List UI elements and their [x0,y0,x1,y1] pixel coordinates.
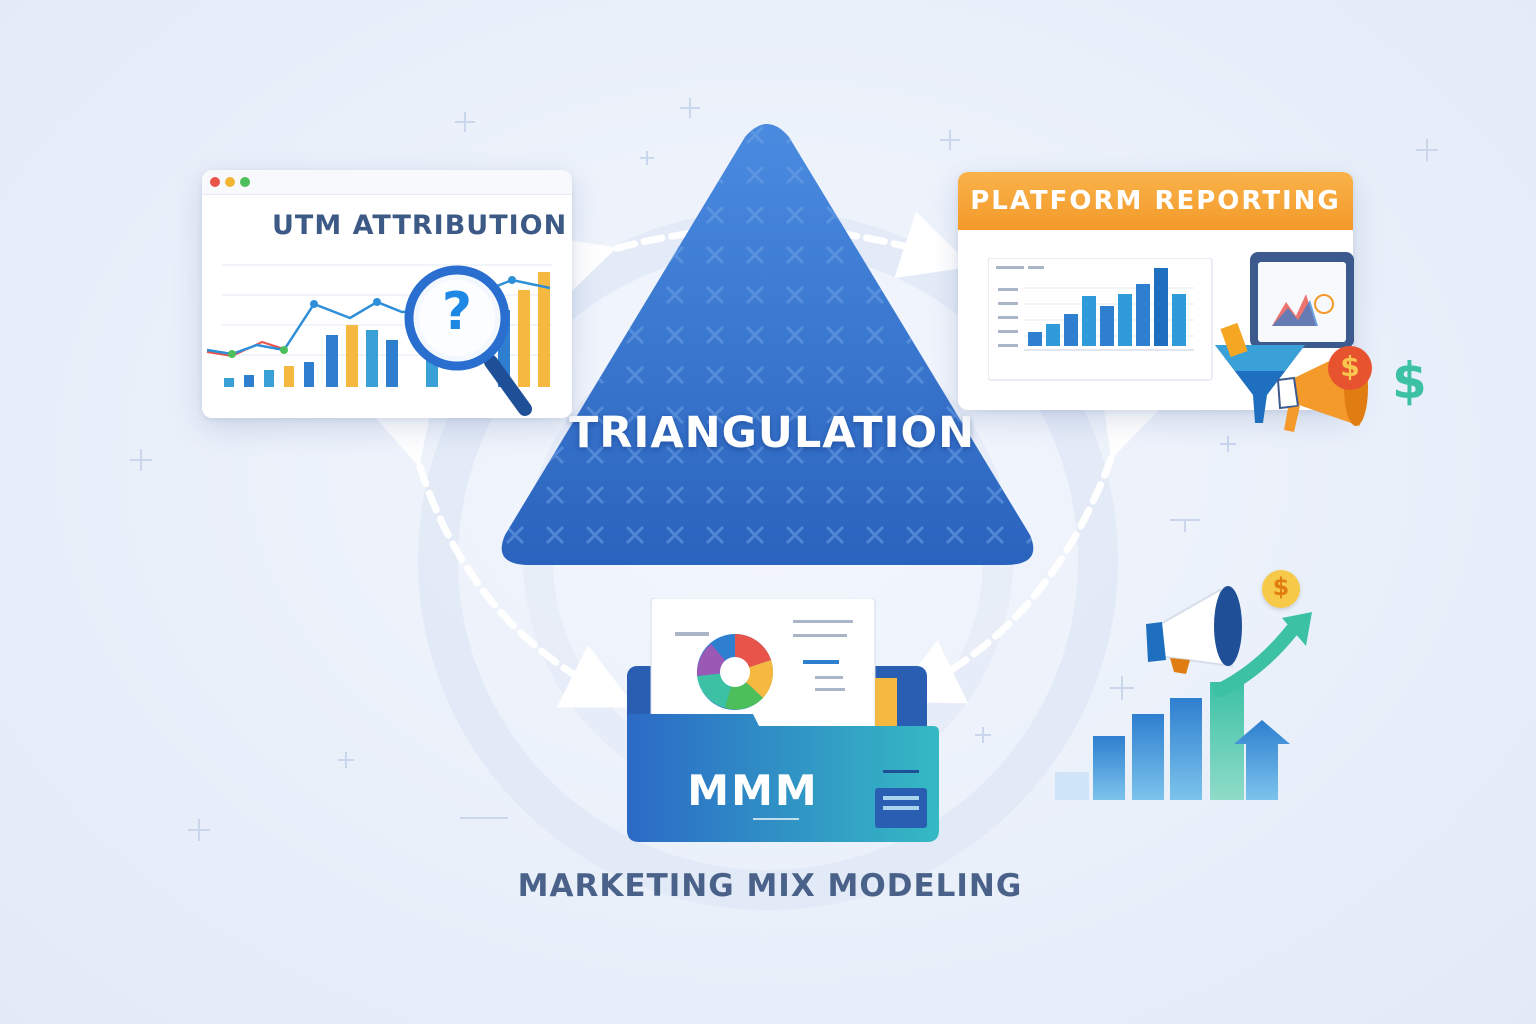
platform-reporting-title: PLATFORM REPORTING [970,186,1341,216]
dollar-sign-icon: $ [1392,352,1427,410]
platform-bar [1064,314,1078,346]
browser-top-bar [202,170,572,195]
growth-bar [1132,714,1164,800]
mmm-folder-graphic [627,597,939,842]
utm-bar [244,375,254,387]
growth-bar [1170,698,1202,800]
platform-bar [1154,268,1168,346]
utm-attribution-card: UTM ATTRIBUTION [202,170,572,418]
platform-bar [1172,294,1186,346]
platform-bar [1082,296,1096,346]
growth-megaphone [1146,586,1242,674]
utm-line-point [280,346,288,354]
mmm-label: MMM [687,766,819,815]
window-close-dot [210,177,220,187]
dollar-coin-icon: $ [1262,570,1300,608]
megaphone-coin-dollar: $ [1340,350,1360,383]
utm-bar [284,366,294,387]
triangulation-triangle [501,124,1034,565]
utm-bar [304,362,314,387]
funnel-icon [1215,322,1305,423]
mmm-folder [625,597,945,848]
up-arrow-icon [1234,720,1290,800]
platform-bar [1046,324,1060,346]
window-maximize-dot [240,177,250,187]
triangulation-label: TRIANGULATION [568,408,976,458]
window-minimize-dot [225,177,235,187]
utm-bar [386,340,398,387]
utm-bar [346,325,358,387]
utm-bar-line-chart [206,264,552,387]
dollar-coin-icon: $ [1328,346,1372,390]
utm-bar [264,370,274,387]
donut-chart-icon [696,634,774,710]
platform-bar [1028,332,1042,346]
growth-bars-icon [1055,586,1312,800]
platform-bar [1136,284,1150,346]
growth-coin-dollar: $ [1272,573,1290,601]
arrow-utm-to-mmm [367,390,636,708]
utm-line-point [508,276,516,284]
utm-bar [224,378,234,387]
utm-line-point [310,300,318,308]
magnifier-icon: ? [403,264,538,424]
platform-bar [1100,306,1114,346]
growth-trend-arrow [1213,623,1299,697]
utm-bar [326,335,338,387]
utm-line-point [228,350,236,358]
utm-line-point [373,298,381,306]
platform-reporting-card: PLATFORM REPORTING [958,172,1354,410]
platform-bar [1118,294,1132,346]
mmm-subtitle: MARKETING MIX MODELING [517,868,1023,904]
platform-reporting-header: PLATFORM REPORTING [958,172,1353,230]
platform-bar-chart [988,258,1213,381]
utm-bar [366,330,378,387]
question-mark-symbol: ? [441,282,473,342]
utm-bar [518,290,530,387]
utm-bars [224,272,550,387]
growth-bar [1093,736,1125,800]
tablet-icon [1250,252,1354,348]
megaphone-icon: $ [1260,340,1390,440]
utm-attribution-title: UTM ATTRIBUTION [272,210,568,241]
triangle-x-pattern [501,124,1034,565]
growth-bar [1055,772,1089,800]
arrow-platform-to-mmm [889,381,1167,704]
utm-bar [538,272,550,387]
